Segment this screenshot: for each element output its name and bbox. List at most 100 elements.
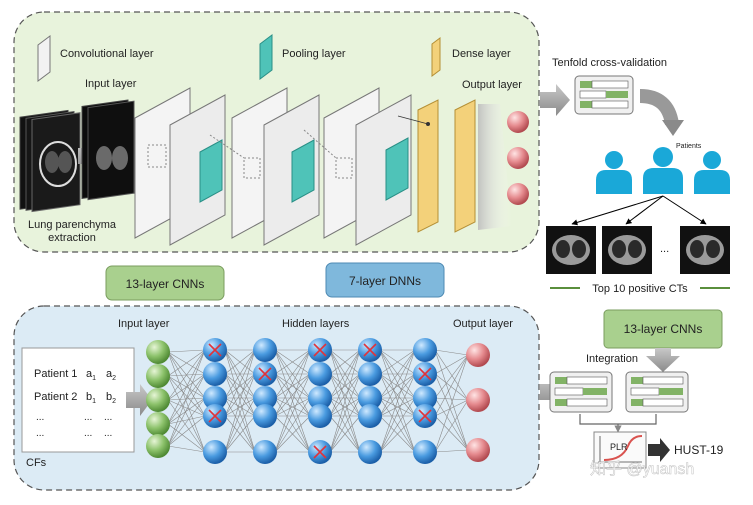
kernel-1	[147, 144, 167, 168]
dnn-edge	[274, 349, 311, 453]
cv-cell-w1	[591, 80, 629, 89]
extraction-label-line2: extraction	[48, 232, 96, 244]
extracted-slice-front	[87, 100, 135, 201]
dnn-node	[203, 362, 227, 386]
dnn-edge	[224, 349, 256, 453]
cv-cell-w2	[579, 90, 607, 99]
dnn-edge	[434, 415, 469, 451]
connector-2	[303, 129, 337, 159]
result-label: HUST-19	[674, 443, 724, 457]
dense-link	[397, 115, 429, 125]
dnn-edge	[224, 349, 256, 399]
cnn-output-node-1	[507, 111, 529, 133]
dnn-edge	[167, 415, 206, 425]
dnn-edge	[167, 351, 206, 453]
legend-conv: Convolutional layer	[37, 35, 154, 82]
dnn-edges	[167, 349, 469, 453]
cv-cell-g2	[606, 91, 628, 98]
legend-conv-label: Convolutional layer	[60, 48, 154, 60]
dnn-edge	[329, 397, 361, 417]
cv-curve-arrowhead	[662, 120, 684, 136]
dense-layer-1	[417, 99, 439, 233]
top-ct-label: Top 10 positive CTs	[592, 283, 688, 295]
dnn-edge	[434, 354, 469, 375]
patient-icon-3	[694, 151, 730, 194]
conv-block-2	[231, 87, 320, 246]
dnn-edge	[224, 349, 256, 375]
cnn-badge-box	[105, 265, 225, 301]
dnn-edge	[379, 373, 416, 417]
dnn-node	[146, 364, 170, 388]
dnn-node	[146, 412, 170, 436]
dnn-node	[413, 386, 437, 410]
dnn-hidden-label: Hidden layers	[282, 318, 350, 330]
ct-input-stack	[19, 109, 81, 213]
dnn-edge	[167, 373, 206, 447]
dnn-node	[413, 440, 437, 464]
dnn-edge	[329, 349, 361, 417]
dnn-edge	[434, 354, 469, 453]
dnn-edge	[224, 397, 256, 453]
cf-ellipsis-2: ...	[84, 412, 92, 423]
patient-icon-2	[643, 147, 683, 194]
dnn-node	[308, 362, 332, 386]
dnn-edge	[274, 373, 311, 417]
dnn-edge	[167, 399, 206, 417]
dnn-node	[358, 440, 382, 464]
ct-thumb-1	[546, 226, 596, 274]
dnn-edge	[167, 349, 206, 401]
dnn-edge	[167, 349, 206, 377]
patients-group: Patients	[596, 143, 730, 194]
ct-extracted-stack	[81, 99, 135, 201]
dnn-edge	[167, 373, 206, 425]
integration-table-2	[625, 371, 689, 413]
dnn-edge	[329, 373, 361, 399]
cf-row2-name: Patient 2	[34, 391, 77, 403]
dnn-edge	[379, 349, 416, 417]
right-flow: Tenfold cross-validation	[540, 57, 730, 469]
dnn-nodes	[146, 338, 490, 464]
plr-curve	[603, 435, 643, 461]
dnn-node	[253, 404, 277, 428]
dropout-cross	[418, 367, 432, 381]
cf-ellipsis-6: ...	[104, 428, 112, 439]
cf-label: CFs	[26, 457, 47, 469]
ct-ellipsis: ...	[660, 243, 669, 255]
connector-1	[209, 134, 245, 159]
pool-layer-2	[291, 139, 315, 203]
dnn-edge	[167, 415, 206, 447]
dnn-edge	[167, 445, 206, 453]
dnn-edge	[434, 349, 469, 401]
dnn-edge	[274, 373, 311, 399]
dnn-node	[466, 343, 490, 367]
cf-ellipsis-1: ...	[36, 412, 44, 423]
legend-dense-label: Dense layer	[452, 48, 511, 60]
cf-row1-name: Patient 1	[34, 368, 77, 380]
dnn-edge	[224, 373, 256, 417]
ct-lung-right	[58, 151, 72, 173]
dnn-edge	[379, 415, 416, 453]
dnn-node	[253, 386, 277, 410]
dnn-edge	[379, 397, 416, 417]
branch-arrow-2	[625, 195, 664, 225]
cv-cell-g3	[580, 101, 592, 108]
integration-bracket	[579, 414, 657, 425]
integration-table-1	[549, 371, 613, 413]
patient-icon-1	[596, 151, 632, 194]
conv-layer-1b	[169, 94, 226, 246]
dnn-edge	[274, 373, 311, 453]
dropout-cross	[313, 343, 327, 357]
ct-thumb-3	[680, 226, 730, 274]
cv-table-icon	[574, 75, 634, 115]
cnn-input-label: Input layer	[85, 78, 137, 90]
cf-table-box	[21, 347, 135, 453]
right-cnn-box: 13-layer CNNs	[603, 309, 723, 349]
dnn-edge	[274, 349, 311, 417]
dropout-cross	[418, 409, 432, 423]
dropout-cross	[258, 367, 272, 381]
cf-arrow	[126, 384, 152, 416]
dnn-edge	[167, 349, 206, 353]
dnn-output-label: Output layer	[453, 318, 513, 330]
cnn-to-cv-arrow	[540, 84, 570, 116]
